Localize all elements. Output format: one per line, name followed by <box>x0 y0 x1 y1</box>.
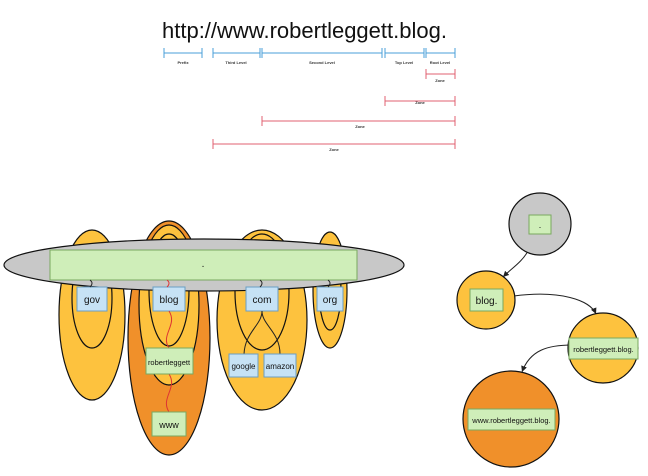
segment-label-root-level: Root Level <box>430 60 450 65</box>
zone-third-level <box>212 139 456 149</box>
tld-label-org: org <box>323 295 337 306</box>
tld-label-gov: gov <box>84 295 100 306</box>
tree-host-label-box <box>467 408 556 431</box>
sld-label-amazon: amazon <box>266 362 294 371</box>
tree-root-label-box <box>528 214 552 235</box>
tree-root-label: . <box>539 220 542 230</box>
zone-top-level <box>384 96 456 106</box>
tld-label-com: com <box>253 295 272 306</box>
segment-third-level <box>212 48 261 58</box>
zone-root <box>425 69 456 79</box>
segment-top-level <box>384 48 425 58</box>
segment-label-prefix: Prefix <box>177 60 189 65</box>
tree-sld-label: robertleggett.blog. <box>573 345 633 354</box>
tree-tld-label-box <box>469 288 504 312</box>
tree-tld-label: blog. <box>476 296 498 307</box>
url-breakdown: http://www.robertleggett.blog. Prefix Th… <box>162 18 456 152</box>
zones <box>212 69 456 149</box>
url-title: http://www.robertleggett.blog. <box>162 18 447 43</box>
tree-sld-label-box <box>568 337 639 360</box>
sld-label-robertleggett: robertleggett <box>148 358 191 367</box>
root-label: . <box>202 259 205 270</box>
url-segments <box>163 48 456 58</box>
zone-label-second-level: Zone <box>355 124 365 129</box>
sld-box-google <box>228 353 259 378</box>
tree-connectors <box>502 250 597 373</box>
segment-label-top-level: Top Level <box>395 60 413 65</box>
root-label-box <box>49 249 358 281</box>
zone-label-third-level: Zone <box>329 147 339 152</box>
sld-box-amazon <box>263 353 297 378</box>
namespace-diagram: . gov blog com org robertleggett google … <box>3 220 405 456</box>
sld-label-google: google <box>231 362 256 371</box>
segment-second-level <box>261 48 383 58</box>
segment-label-second-level: Second Level <box>309 60 335 65</box>
tld-box-blog <box>152 286 186 312</box>
segment-label-third-level: Third Level <box>225 60 246 65</box>
segment-root-level <box>425 48 456 58</box>
tld-box-org <box>316 286 344 312</box>
tld-label-blog: blog <box>160 295 179 306</box>
tree-host-label: www.robertleggett.blog. <box>471 416 550 425</box>
zone-second-level <box>261 116 456 126</box>
segment-prefix <box>163 48 203 58</box>
host-label-www: www <box>158 420 179 430</box>
host-box-www <box>151 411 187 437</box>
zone-label-root: Zone <box>435 78 445 83</box>
namespace-connectors <box>89 279 331 413</box>
sld-box-robertleggett <box>145 347 194 375</box>
resolution-tree: . blog. robertleggett.blog. www.robertle… <box>456 192 639 468</box>
tld-box-com <box>245 286 279 312</box>
zone-label-top-level: Zone <box>415 100 425 105</box>
tld-box-gov <box>76 286 108 312</box>
